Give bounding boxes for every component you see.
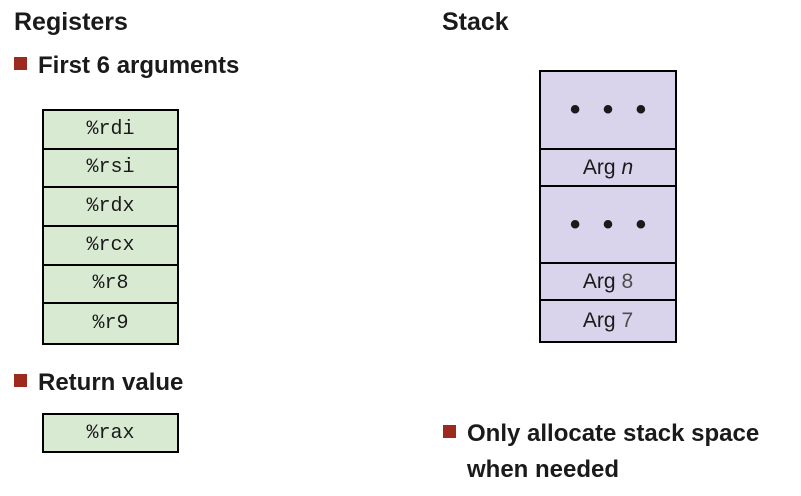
register-cell-r8: %r8 <box>44 266 177 305</box>
bullet-return-value-label: Return value <box>38 369 184 396</box>
register-cell-rdi: %rdi <box>44 111 177 150</box>
arg-label: Arg <box>582 269 616 293</box>
arg-7-value: 7 <box>621 309 634 332</box>
register-cell-rsi: %rsi <box>44 150 177 189</box>
bullet-only-allocate-stack-space: Only allocate stack space when needed <box>443 416 799 488</box>
bullet-square-icon <box>14 374 27 387</box>
bullet-only-allocate-label: Only allocate stack space when needed <box>467 420 760 483</box>
bullet-return-value: Return value <box>14 365 183 401</box>
bullet-square-icon <box>14 57 27 70</box>
arg-8-value: 8 <box>621 269 634 293</box>
stack-cell-ellipsis-middle: • • • <box>541 187 675 264</box>
arg-label: Arg <box>582 155 616 179</box>
stack-heading: Stack <box>442 8 509 36</box>
register-cell-r9: %r9 <box>92 312 129 336</box>
argument-registers-table: %rdi %rsi %rdx %rcx %r8 %r9 <box>42 109 179 345</box>
register-cell-rcx: %rcx <box>44 227 177 266</box>
bullet-first-6-arguments: First 6 arguments <box>14 48 239 84</box>
return-register-box: %rax <box>42 413 179 453</box>
stack-cell-ellipsis-top: • • • <box>541 72 675 150</box>
bullet-square-icon <box>443 425 456 438</box>
registers-heading: Registers <box>14 8 128 36</box>
arg-n-value: n <box>621 155 634 179</box>
register-cell-rdx: %rdx <box>44 188 177 227</box>
arg-label: Arg <box>582 309 616 332</box>
bullet-first-6-arguments-label: First 6 arguments <box>38 52 240 79</box>
